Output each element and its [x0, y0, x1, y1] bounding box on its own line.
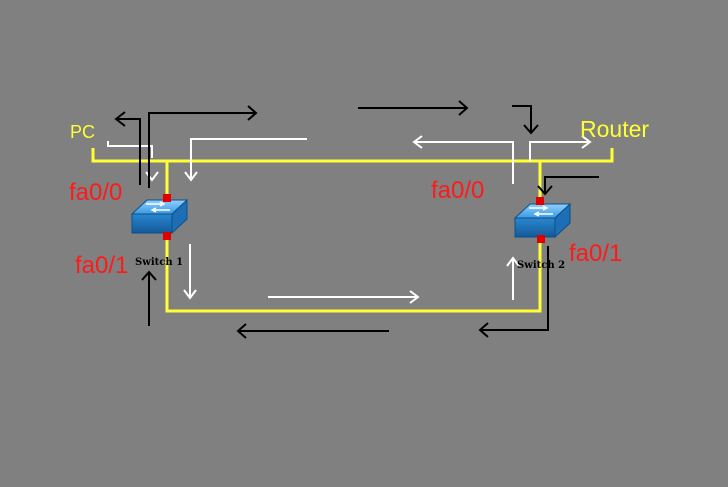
sw1-fa01-label: fa0/1	[75, 252, 128, 279]
router-label: Router	[580, 116, 649, 142]
switch-1	[130, 194, 189, 240]
black-arrow-sw2-in	[544, 176, 599, 193]
white-arrow-bottom-right-head	[409, 290, 420, 304]
white-arrow-sw2-top-left	[414, 141, 514, 184]
black-arrow-pc-back-head	[114, 111, 126, 127]
switch-icon	[130, 198, 189, 235]
black-arrow-bottom-left-head	[236, 323, 247, 339]
sw1-port-fa00	[163, 194, 171, 202]
cables	[91, 148, 614, 313]
black-arrow-sw1-up-head	[141, 270, 157, 281]
sw2-port-fa01	[537, 235, 545, 243]
pc-label: PC	[70, 122, 95, 142]
black-arrow-pc-back	[117, 118, 141, 185]
black-arrow-top-right	[148, 112, 256, 188]
sw2-port-fa00	[536, 197, 544, 205]
sw1-fa00-label: fa0/0	[69, 179, 122, 206]
white-arrow-sw2-top-left-head	[412, 135, 423, 149]
white-arrow-router-head	[581, 135, 592, 149]
switch2-label: Switch 2	[517, 260, 565, 271]
black-arrow-sw2-in-head	[537, 185, 553, 196]
sw2-fa00-label: fa0/0	[431, 177, 484, 204]
white-arrow-pc-head	[145, 171, 159, 182]
switch-icon	[513, 202, 572, 239]
black-arrow-router-down	[512, 105, 532, 133]
white-arrow-sw2-up-head	[506, 256, 520, 267]
white-arrow-top-left	[190, 138, 307, 178]
black-arrow-top-right-head	[247, 105, 258, 121]
cable-pc-bus	[91, 148, 614, 163]
black-arrow-mid-right-head	[458, 100, 469, 116]
switch1-label: Switch 1	[135, 257, 183, 268]
cable-sw1-sw2	[165, 236, 542, 313]
black-arrow-sw2-out	[480, 246, 549, 331]
black-arrows	[114, 100, 599, 339]
black-arrow-router-down-head	[523, 124, 539, 135]
white-arrow-router	[529, 141, 590, 161]
switch-2	[513, 197, 572, 243]
sw2-fa01-label: fa0/1	[569, 240, 622, 267]
white-arrow-pc	[107, 141, 153, 158]
sw1-port-fa01	[163, 232, 171, 240]
black-arrow-sw2-out-head	[478, 322, 489, 338]
white-arrow-sw1-down-head	[183, 289, 197, 300]
white-arrow-top-left-head	[184, 171, 198, 182]
